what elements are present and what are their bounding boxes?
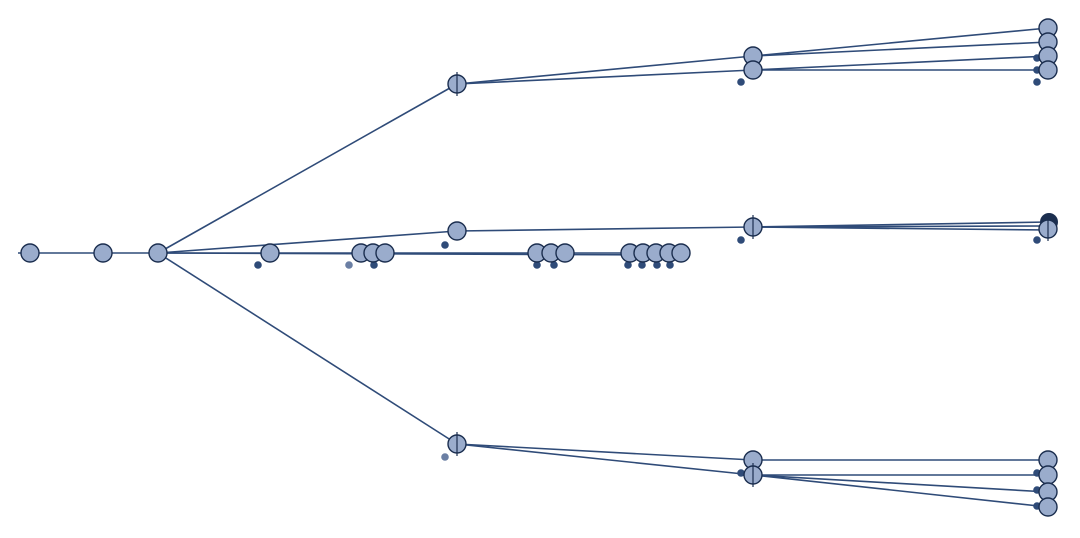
edge-to-lower-branch: [157, 252, 458, 445]
edge: [752, 474, 1049, 493]
marker-dot: [533, 261, 541, 269]
edge: [752, 226, 1049, 231]
marker-dot: [737, 236, 745, 244]
inline-chain-node: [671, 243, 691, 263]
upper-leaf-node: [1038, 60, 1058, 80]
edge-to-middle-branch: [157, 230, 458, 254]
marker-dot: [1033, 78, 1041, 86]
edge: [456, 443, 754, 461]
edge: [752, 41, 1049, 57]
edge: [456, 226, 754, 232]
edge: [752, 55, 1049, 71]
inline-chain-node: [260, 243, 280, 263]
marker-dot: [441, 453, 449, 461]
edge: [456, 55, 754, 85]
marker-dot: [666, 261, 674, 269]
marker-dot: [653, 261, 661, 269]
root-node: [20, 243, 40, 263]
edge: [752, 27, 1049, 57]
upper-child-node: [743, 60, 763, 80]
marker-dot: [737, 469, 745, 477]
inline-chain-node: [555, 243, 575, 263]
inline-chain-node: [375, 243, 395, 263]
lower-leaf-node: [1038, 465, 1058, 485]
marker-dot: [345, 261, 353, 269]
marker-dot: [370, 261, 378, 269]
chain-node: [93, 243, 113, 263]
hub-node: [148, 243, 168, 263]
edge: [456, 443, 754, 476]
inline-chain-edge: [157, 252, 682, 256]
middle-branch-node: [447, 221, 467, 241]
marker-dot: [737, 78, 745, 86]
marker-dot: [441, 241, 449, 249]
marker-dot: [638, 261, 646, 269]
edge-to-upper-branch: [157, 83, 458, 254]
marker-dot: [550, 261, 558, 269]
marker-dot: [1033, 236, 1041, 244]
edge: [752, 474, 1049, 508]
lower-leaf-node: [1038, 497, 1058, 517]
marker-dot: [624, 261, 632, 269]
marker-dot: [254, 261, 262, 269]
edge: [456, 69, 754, 85]
